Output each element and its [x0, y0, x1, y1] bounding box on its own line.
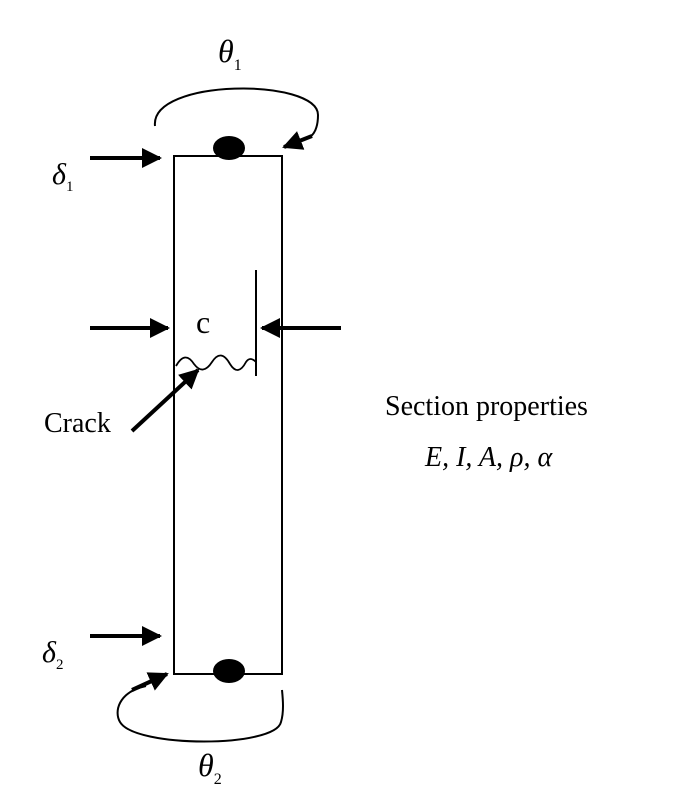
theta-bottom-label: θ2 [198, 747, 222, 788]
bottom-hinge-dot [213, 659, 245, 683]
crack-wavy-line [175, 354, 257, 371]
section-properties-title: Section properties [385, 391, 588, 422]
bottom-rotation-arc [116, 685, 284, 743]
crack-pointer-arrow [130, 368, 200, 433]
top-hinge-dot [213, 136, 245, 160]
top-rotation-arrow [282, 131, 313, 150]
delta-bottom-label: δ2 [42, 636, 63, 673]
section-properties-symbols: E, I, A, ρ, α [424, 442, 553, 473]
theta-top-label: θ1 [218, 33, 242, 74]
top-rotation-arc [153, 87, 320, 138]
bottom-rotation-arrow [131, 672, 169, 692]
delta-top-label: δ1 [52, 158, 73, 195]
crack-label: Crack [44, 408, 111, 439]
beam-body [173, 155, 283, 675]
crack-depth-label: c [196, 304, 210, 340]
